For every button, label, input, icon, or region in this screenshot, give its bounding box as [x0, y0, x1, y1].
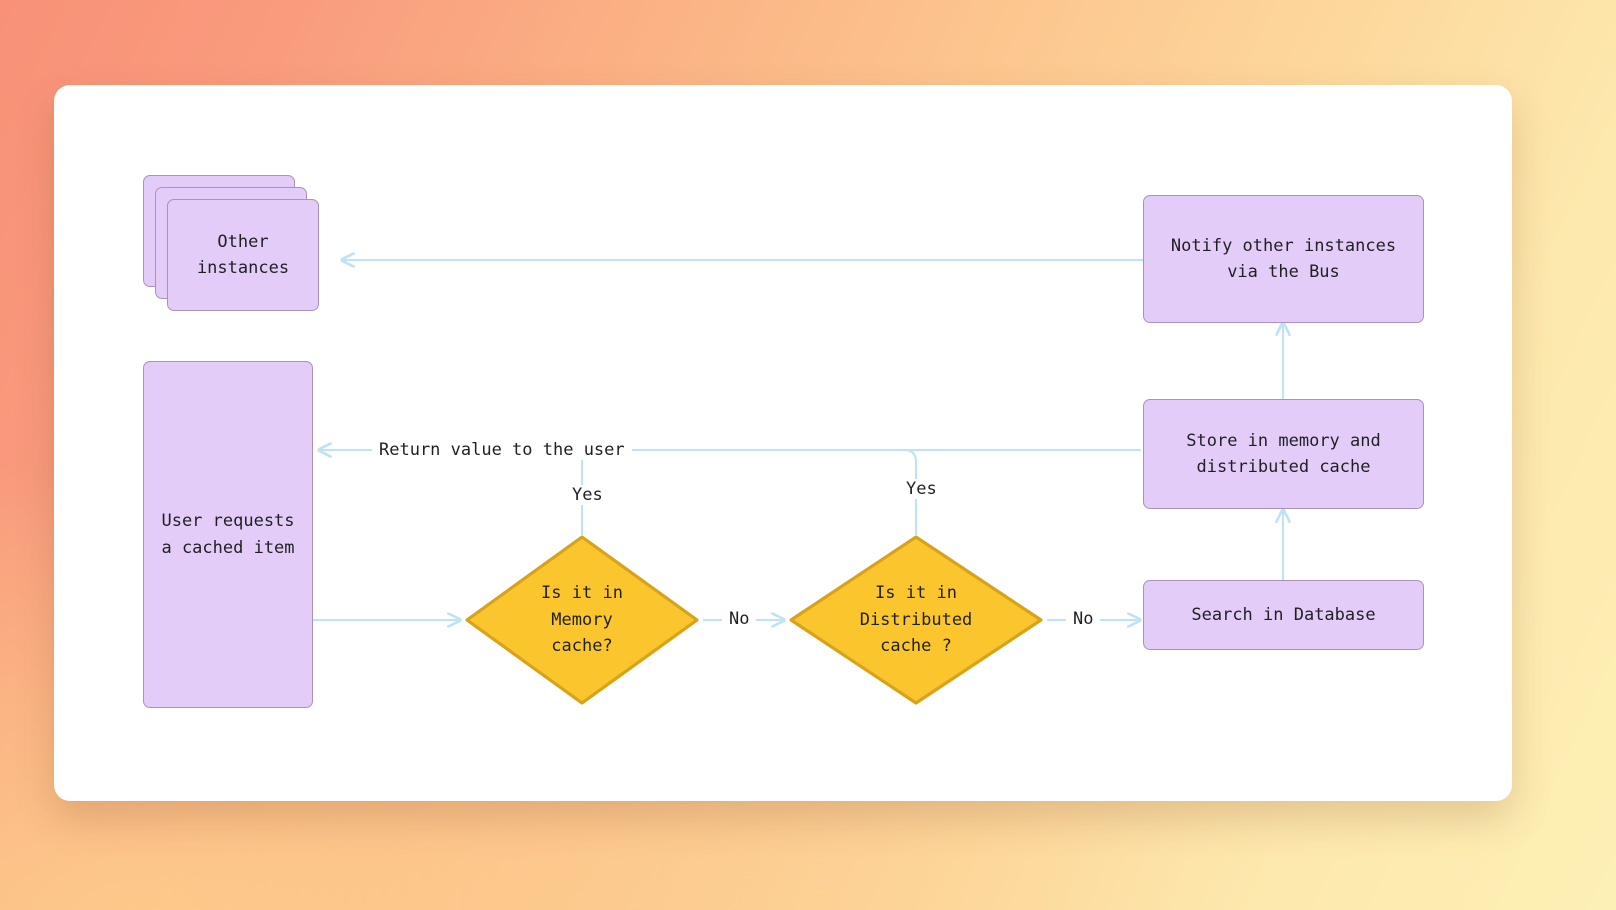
diagram-canvas: Other instances User requests a cached i…: [54, 85, 1512, 801]
stack-layer-front: Other instances: [167, 199, 319, 311]
node-search-database[interactable]: Search in Database: [1143, 580, 1424, 650]
node-other-instances-label: Other instances: [196, 231, 290, 278]
edge-label-distributed-no: No: [1066, 609, 1101, 630]
flowchart: Other instances User requests a cached i…: [54, 85, 1512, 801]
edge-label-memory-no: No: [722, 609, 757, 630]
node-notify-instances[interactable]: Notify other instances via the Bus: [1143, 195, 1424, 323]
node-user-requests-label: User requests a cached item: [161, 511, 295, 558]
diamond-shape: [789, 535, 1043, 705]
node-store-cache-label: Store in memory and distributed cache: [1186, 430, 1381, 477]
node-distributed-cache-decision[interactable]: Is it in Distributed cache ?: [784, 530, 1048, 710]
edge-label-distributed-yes: Yes: [899, 479, 944, 500]
node-user-requests[interactable]: User requests a cached item: [143, 361, 313, 708]
node-store-cache[interactable]: Store in memory and distributed cache: [1143, 399, 1424, 509]
node-search-database-label: Search in Database: [1191, 604, 1376, 625]
node-notify-instances-label: Notify other instances via the Bus: [1170, 235, 1397, 282]
edge-label-memory-yes: Yes: [565, 485, 610, 506]
node-memory-cache-decision[interactable]: Is it in Memory cache?: [460, 530, 704, 710]
node-other-instances[interactable]: Other instances: [143, 175, 335, 323]
edge-label-return-value: Return value to the user: [372, 440, 632, 461]
diamond-shape: [465, 535, 699, 705]
